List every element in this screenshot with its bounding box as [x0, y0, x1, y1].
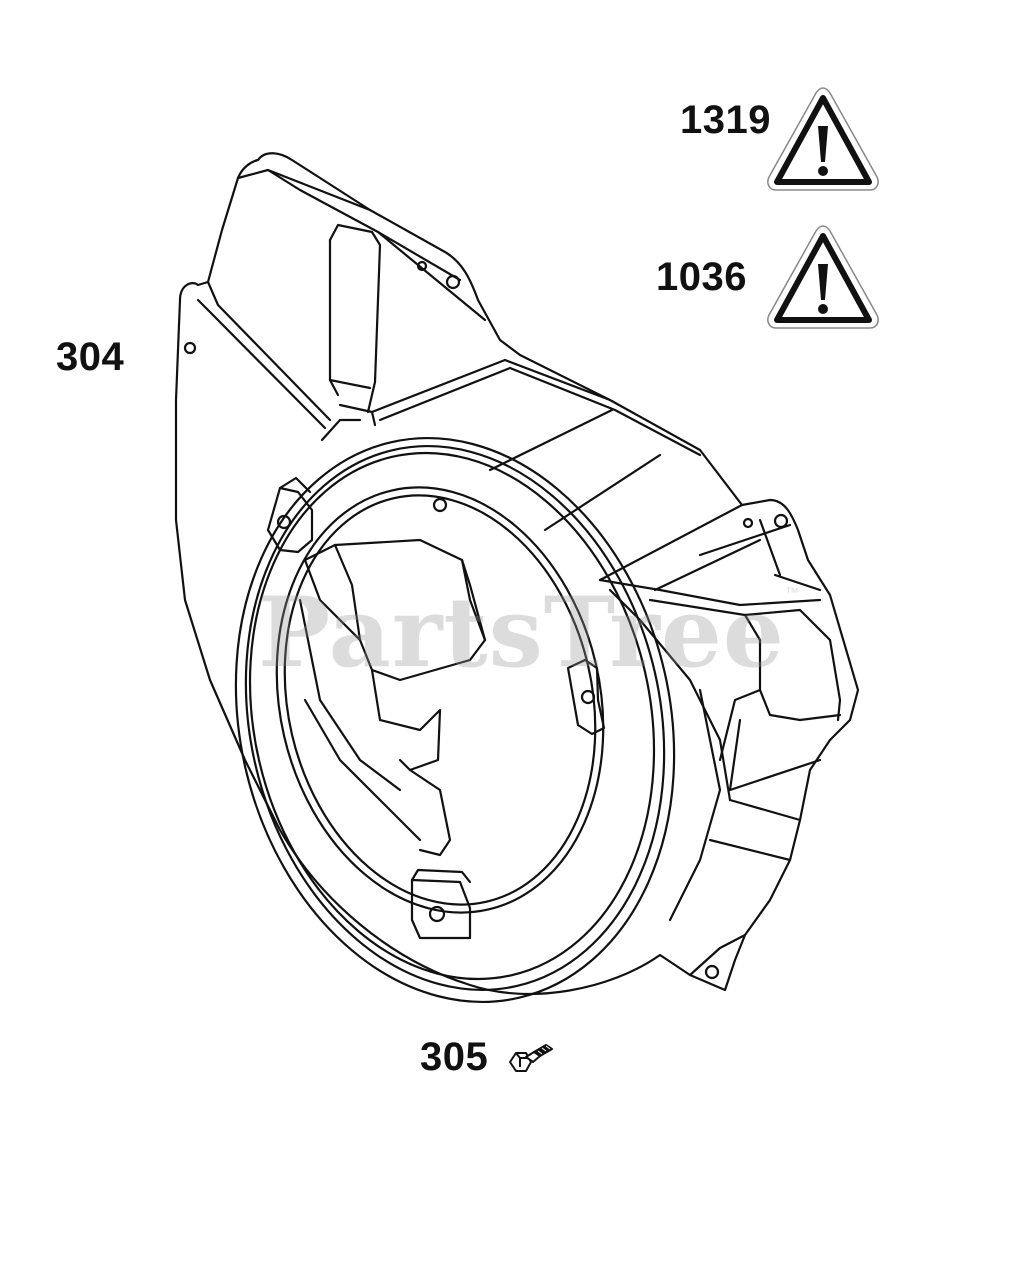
part-label-1036[interactable]: 1036 — [656, 255, 747, 299]
warning-triangle-icon[interactable] — [764, 220, 882, 332]
intake-ring-outer — [234, 437, 676, 1003]
watermark-trademark: ™ — [784, 584, 800, 600]
intake-ring-inner — [275, 486, 605, 914]
watermark: PartsTree™ — [258, 585, 800, 681]
part-label-304[interactable]: 304 — [56, 335, 125, 379]
mounting-tab-mid — [566, 658, 606, 736]
bolt-icon[interactable] — [504, 1040, 560, 1084]
mounting-tab-left — [266, 486, 314, 554]
part-label-305[interactable]: 305 — [420, 1035, 489, 1079]
part-label-1319[interactable]: 1319 — [680, 98, 771, 142]
warning-triangle-icon[interactable] — [764, 82, 882, 194]
housing-outline — [174, 152, 860, 995]
mounting-tab-bottom — [410, 878, 472, 940]
watermark-text: PartsTree — [258, 576, 785, 689]
